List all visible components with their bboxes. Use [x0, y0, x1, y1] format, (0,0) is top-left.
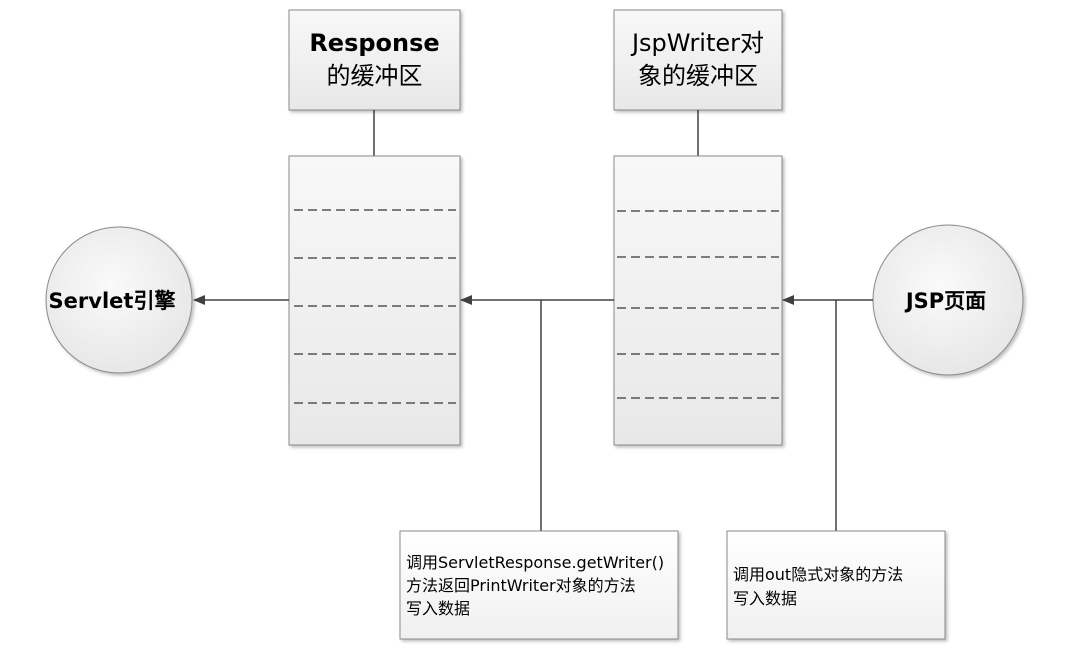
servlet-engine-label: Servlet引擎 — [49, 289, 176, 313]
response-buffer-title-box: Response 的缓冲区 — [288, 9, 461, 111]
servlet-engine-node: Servlet引擎 — [45, 226, 193, 374]
out-note: 调用out隐式对象的方法 写入数据 — [726, 530, 946, 640]
response-buffer-title-line1: Response — [309, 29, 439, 57]
jsp-page-label: JSP页面 — [904, 289, 986, 313]
jspwriter-buffer-title-box: JspWriter对 象的缓冲区 — [613, 9, 783, 111]
jsp-page-node: JSP页面 — [872, 224, 1024, 376]
response-buffer-title-line2: 的缓冲区 — [327, 62, 423, 90]
getwriter-note-line3: 写入数据 — [406, 599, 470, 618]
out-note-line2: 写入数据 — [733, 589, 797, 608]
response-buffer-body — [288, 155, 461, 446]
out-note-line1: 调用out隐式对象的方法 — [733, 565, 903, 584]
getwriter-note: 调用ServletResponse.getWriter() 方法返回PrintW… — [399, 530, 679, 640]
jspwriter-buffer-title-line1: JspWriter对 — [630, 29, 764, 57]
getwriter-note-line2: 方法返回PrintWriter对象的方法 — [406, 576, 636, 595]
jspwriter-buffer-title-line2: 象的缓冲区 — [638, 62, 758, 90]
getwriter-note-line1: 调用ServletResponse.getWriter() — [406, 553, 664, 572]
jspwriter-buffer-body — [613, 155, 783, 446]
